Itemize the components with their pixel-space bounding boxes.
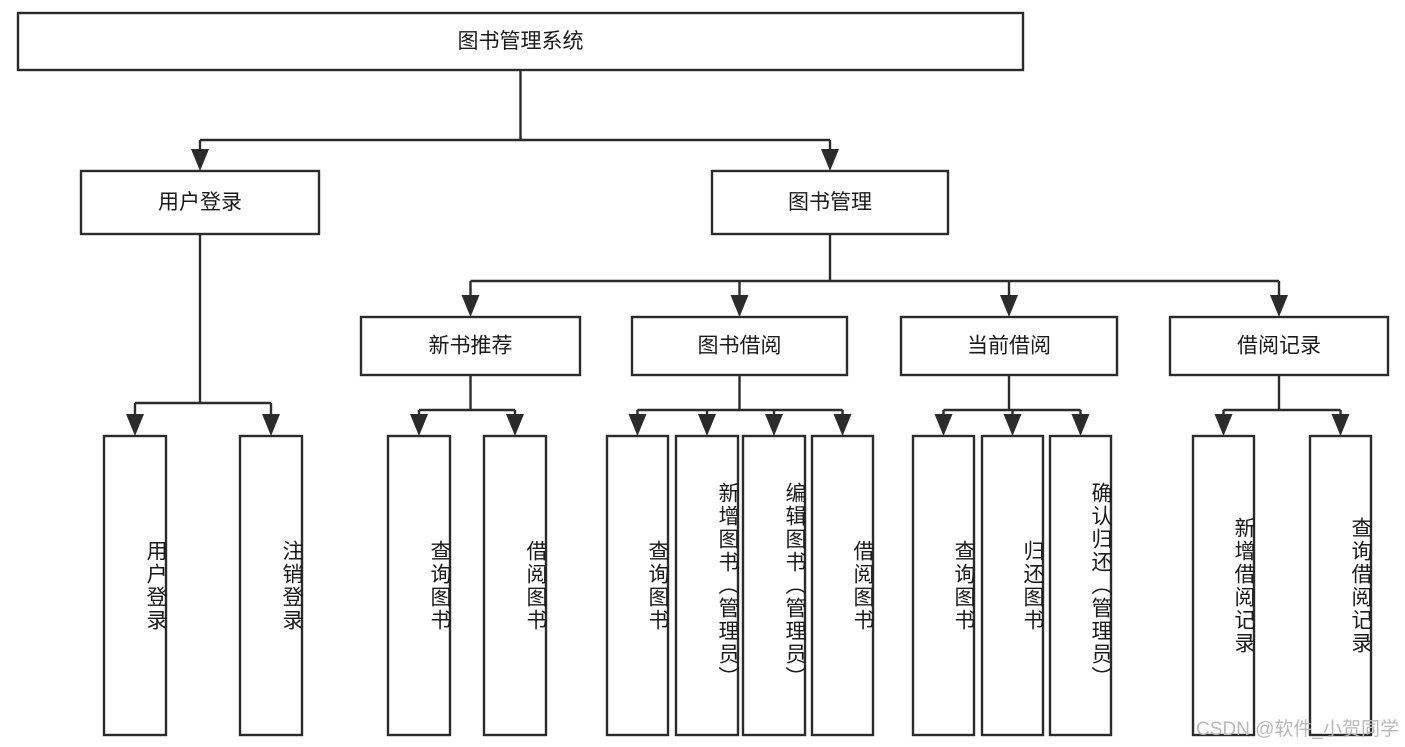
- level2-node-label: 用户登录: [158, 191, 242, 214]
- leaf-node-box[interactable]: [102, 434, 168, 737]
- arrow-head-icon: [262, 414, 280, 436]
- arrow-head-icon: [730, 295, 749, 317]
- arrow-head-icon: [410, 414, 428, 436]
- root-node-box[interactable]: [16, 11, 1025, 72]
- arrow-head-icon: [698, 414, 716, 436]
- arrow-head-icon: [1000, 295, 1018, 317]
- arrow-head-icon: [1214, 414, 1233, 436]
- arrow-head-icon: [934, 414, 953, 436]
- arrow-head-icon: [765, 414, 783, 436]
- arrow-head-icon: [1270, 295, 1288, 317]
- level3-node-label: 新书推荐: [429, 335, 513, 358]
- arrow-head-icon: [628, 414, 647, 436]
- leaf-node-box[interactable]: [741, 434, 807, 737]
- arrow-head-icon: [821, 149, 839, 171]
- leaf-node-box[interactable]: [911, 434, 976, 737]
- connector-edges: [126, 70, 1350, 436]
- leaf-node-box[interactable]: [482, 434, 548, 737]
- arrow-head-icon: [1071, 414, 1090, 436]
- arrow-head-icon: [506, 414, 524, 436]
- leaf-node-box[interactable]: [674, 434, 740, 737]
- level3-node-label: 当前借阅: [967, 335, 1051, 358]
- level3-node-box[interactable]: [899, 315, 1119, 377]
- leaf-node-box[interactable]: [1308, 434, 1373, 737]
- level3-node-label: 借阅记录: [1237, 335, 1321, 358]
- root-node-label: 图书管理系统: [458, 30, 584, 53]
- leaf-node-box[interactable]: [605, 434, 670, 737]
- watermark-text: CSDN @软件_小贺同学: [1196, 719, 1399, 740]
- level3-node-label: 图书借阅: [698, 335, 782, 358]
- level3-node-box[interactable]: [630, 315, 849, 377]
- leaf-node-box[interactable]: [980, 434, 1045, 737]
- leaf-node-box[interactable]: [386, 434, 452, 737]
- arrow-head-icon: [1331, 414, 1350, 436]
- level3-node-box[interactable]: [359, 315, 582, 377]
- arrow-head-icon: [1003, 414, 1022, 436]
- level3-node-box[interactable]: [1168, 315, 1390, 377]
- arrow-head-icon: [461, 295, 480, 317]
- leaf-node-box[interactable]: [1048, 434, 1113, 737]
- level2-node-box[interactable]: [79, 169, 321, 236]
- arrow-head-icon: [191, 149, 209, 171]
- level2-node-label: 图书管理: [788, 191, 872, 214]
- leaf-node-box[interactable]: [238, 434, 304, 737]
- leaf-node-box[interactable]: [810, 434, 875, 737]
- level2-node-box[interactable]: [710, 169, 950, 236]
- arrow-head-icon: [126, 414, 144, 436]
- leaf-node-box[interactable]: [1191, 434, 1256, 737]
- arrow-head-icon: [833, 414, 852, 436]
